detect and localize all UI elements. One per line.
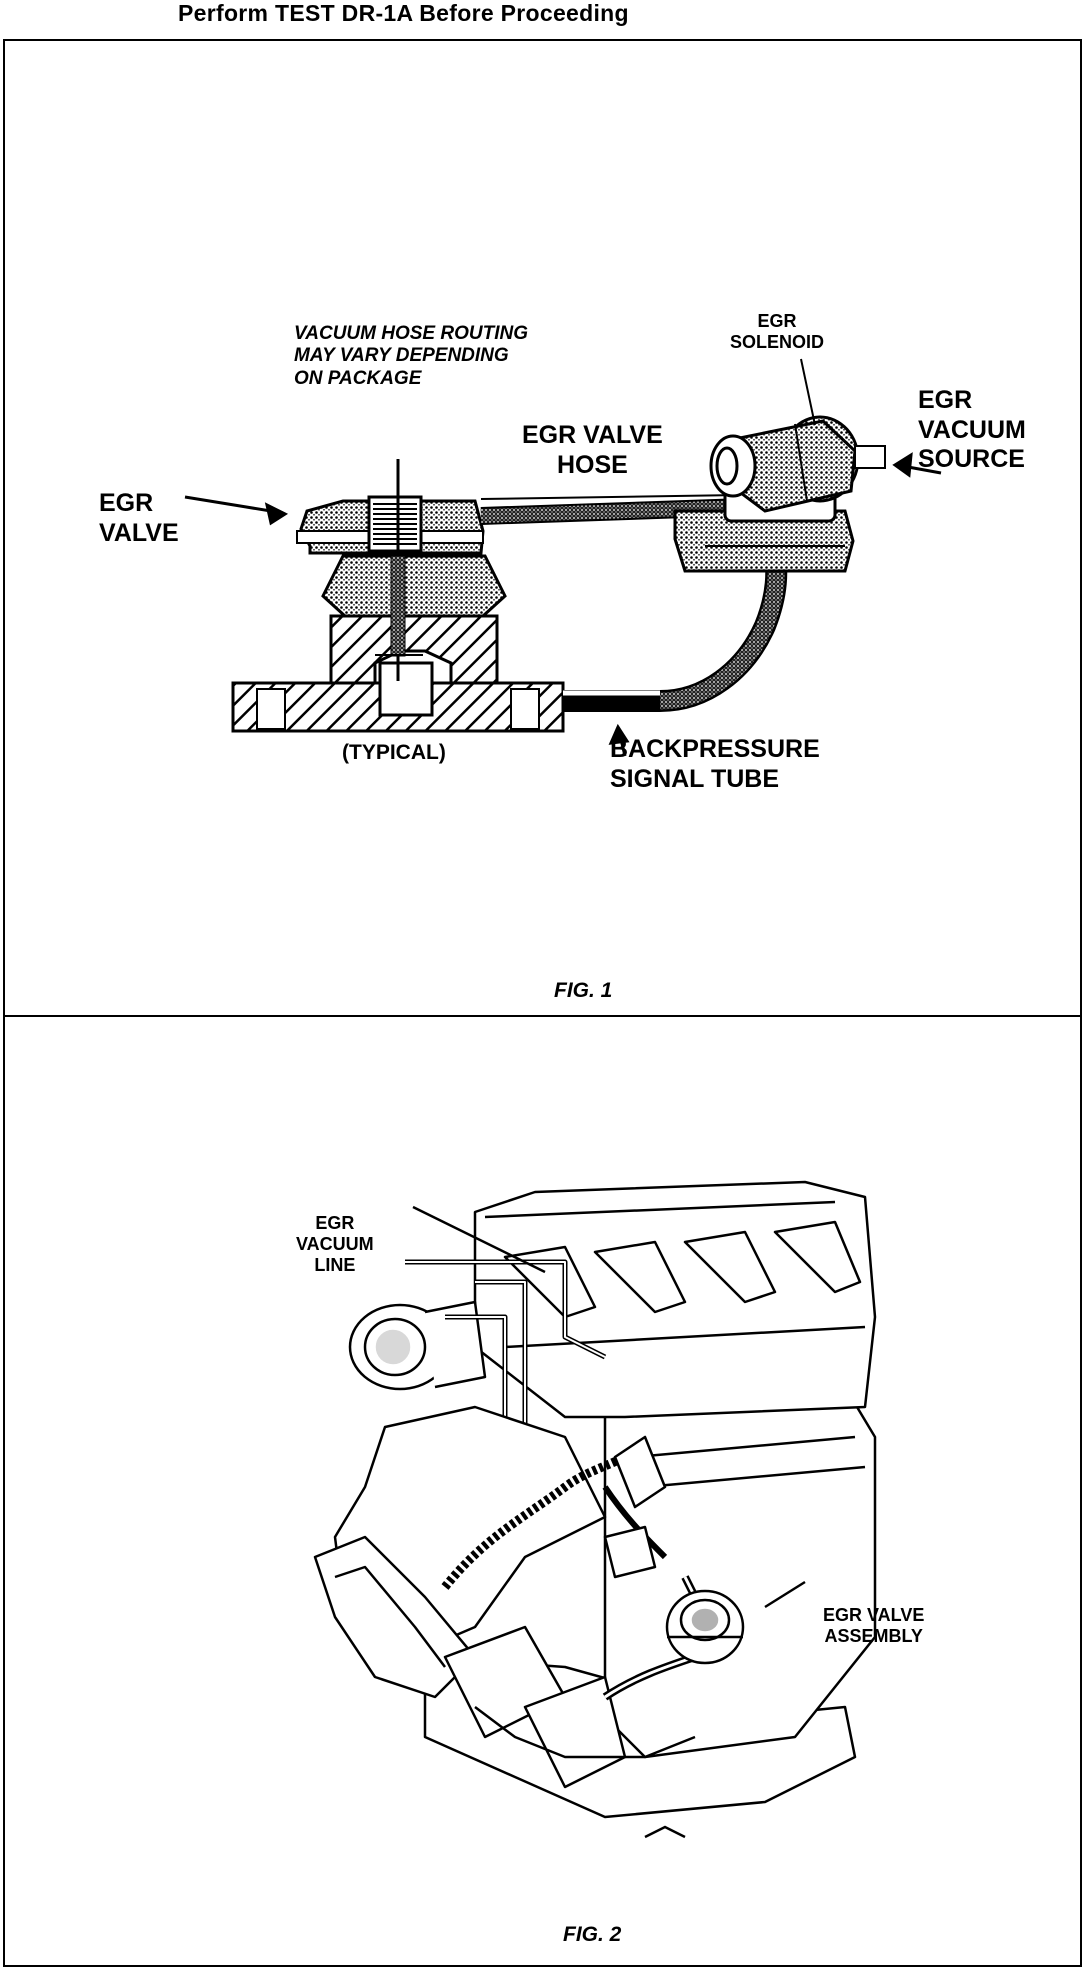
egr-valve-assembly-label: EGR VALVE ASSEMBLY — [823, 1605, 925, 1647]
wire-harness — [441, 1452, 628, 1590]
egr-system-diagram — [184, 358, 942, 757]
egr-valve-base — [231, 495, 565, 733]
backpressure-signal-tube-label: BACKPRESSURE SIGNAL TUBE — [610, 735, 820, 793]
figure-2-panel: EGR VACUUM LINE EGR VALVE ASSEMBLY FIG. … — [3, 1015, 1082, 1967]
vacuum-hose-routing-note: VACUUM HOSE ROUTING MAY VARY DEPENDING O… — [294, 323, 528, 389]
egr-valve-hose-label: EGR VALVE HOSE — [522, 421, 663, 479]
figure-1-caption: FIG. 1 — [554, 979, 613, 1002]
egr-valve-label: EGR VALVE — [99, 489, 179, 547]
egr-vacuum-line-label: EGR VACUUM LINE — [296, 1213, 374, 1276]
page-header: Perform TEST DR-1A Before Proceeding — [178, 0, 629, 26]
figure-1-panel: VACUUM HOSE ROUTING MAY VARY DEPENDING O… — [3, 39, 1082, 1017]
engine-egr-location-illustration — [313, 1180, 877, 1839]
leader-lines — [184, 358, 942, 757]
typical-label: (TYPICAL) — [342, 741, 446, 764]
egr-solenoid — [673, 415, 886, 573]
egr-solenoid-label: EGR SOLENOID — [730, 311, 825, 353]
egr-valve-spring — [373, 459, 423, 681]
egr-valve-assembly — [665, 1589, 745, 1665]
egr-vacuum-source-label: EGR VACUUM SOURCE — [918, 386, 1026, 473]
figure-2-caption: FIG. 2 — [563, 1923, 622, 1946]
